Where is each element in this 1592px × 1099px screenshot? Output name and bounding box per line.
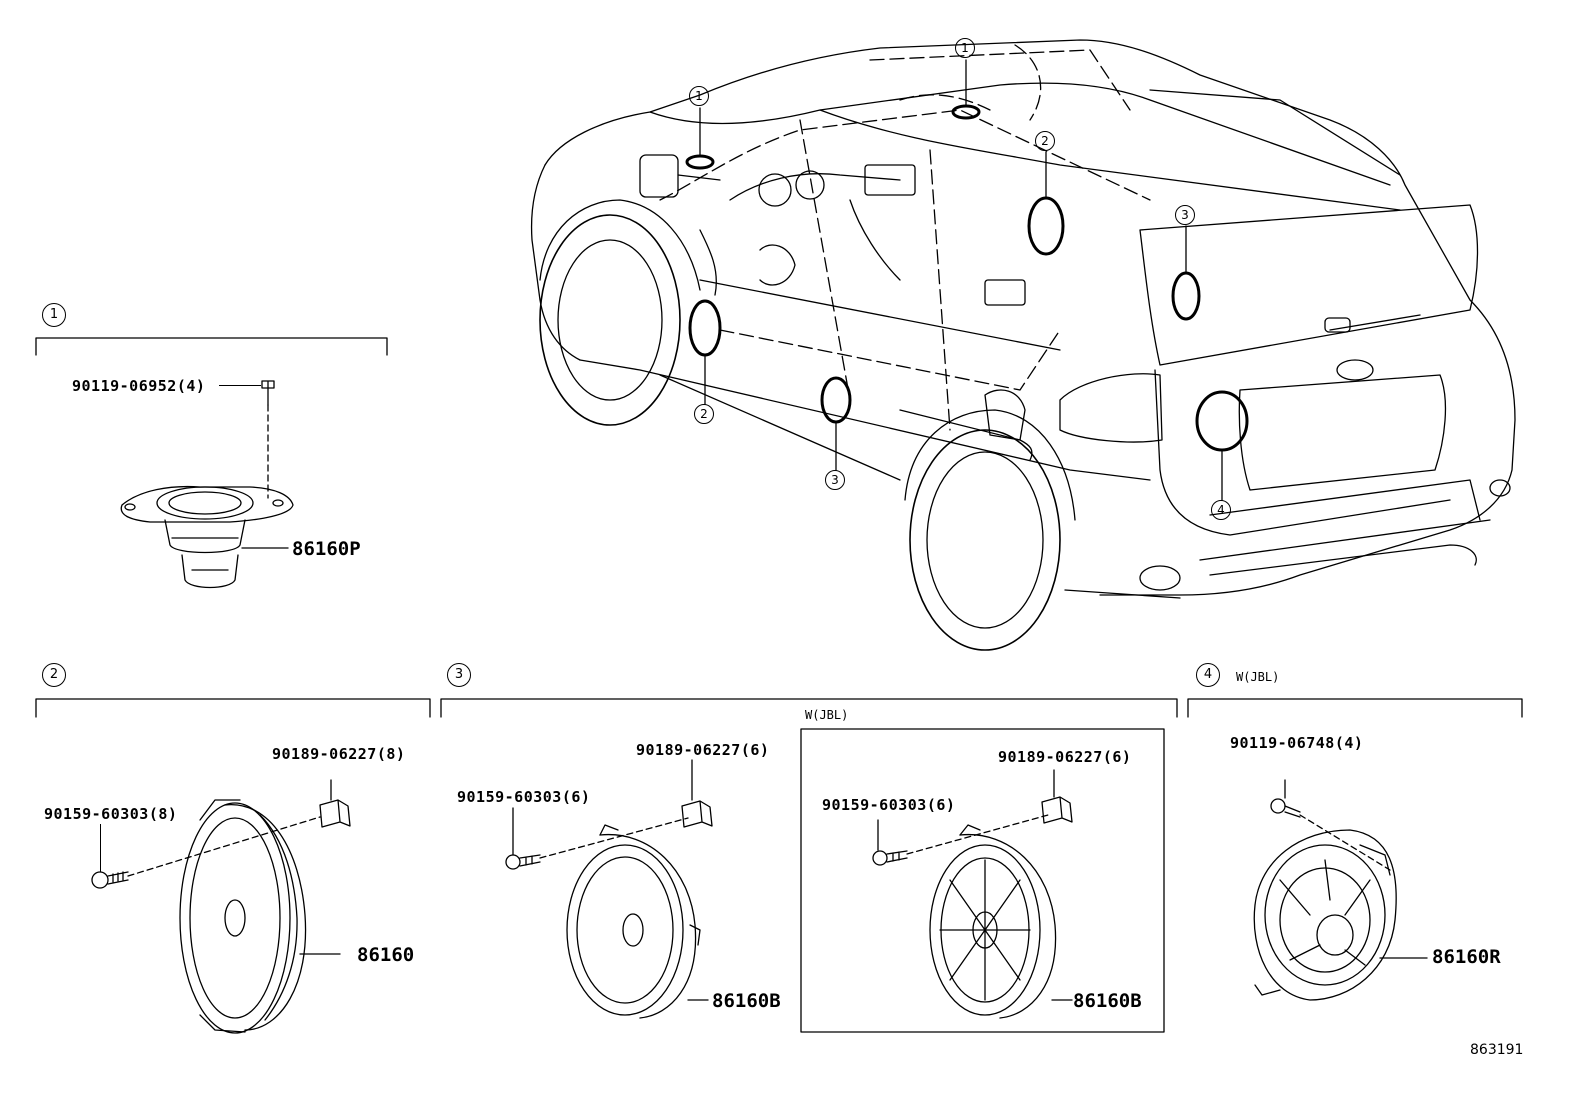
part-90189-06227-6-jbl[interactable]: 90189-06227(6) bbox=[998, 748, 1132, 766]
part-90159-60303-8[interactable]: 90159-60303(8) bbox=[44, 805, 178, 823]
part-90159-60303-6-jbl[interactable]: 90159-60303(6) bbox=[822, 796, 956, 814]
vehicle-illustration bbox=[530, 39, 1516, 651]
part-86160R[interactable]: 86160R bbox=[1432, 946, 1501, 968]
part-86160B-jbl[interactable]: 86160B bbox=[1073, 990, 1142, 1012]
part-90159-60303-6-std[interactable]: 90159-60303(6) bbox=[457, 788, 591, 806]
diagram-reference-number: 863191 bbox=[1470, 1042, 1524, 1058]
group-3-variant-label: W(JBL) bbox=[805, 708, 849, 722]
part-86160[interactable]: 86160 bbox=[357, 944, 415, 966]
group-2-index: 2 bbox=[42, 663, 66, 687]
part-90119-06952[interactable]: 90119-06952(4) bbox=[72, 377, 206, 395]
part-90189-06227-6-std[interactable]: 90189-06227(6) bbox=[636, 741, 770, 759]
callout-3-quarter: 3 bbox=[1175, 205, 1195, 225]
part-86160B-std[interactable]: 86160B bbox=[712, 990, 781, 1012]
callout-1-dash-tweeter: 1 bbox=[955, 38, 975, 58]
callout-4-rear: 4 bbox=[1211, 500, 1231, 520]
screw-leader-2 bbox=[100, 824, 101, 872]
speaker-86160B-jbl-drawing bbox=[872, 769, 1073, 1019]
part-86160P[interactable]: 86160P bbox=[292, 538, 361, 560]
group-3-index: 3 bbox=[447, 663, 471, 687]
callout-3-rear-door: 3 bbox=[825, 470, 845, 490]
speaker-86160R-drawing bbox=[1253, 779, 1428, 1001]
group-4-variant-label: W(JBL) bbox=[1236, 670, 1280, 684]
callout-2-front-door: 2 bbox=[694, 404, 714, 424]
speaker-86160P-drawing bbox=[120, 380, 294, 589]
speaker-86160B-std-drawing bbox=[505, 759, 713, 1019]
group-1-index: 1 bbox=[42, 303, 66, 327]
callout-2-rear-door: 2 bbox=[1035, 131, 1055, 151]
callout-1-front-tweeter: 1 bbox=[689, 86, 709, 106]
part-90189-06227-8[interactable]: 90189-06227(8) bbox=[272, 745, 406, 763]
part-90119-06748[interactable]: 90119-06748(4) bbox=[1230, 734, 1364, 752]
group-4-index: 4 bbox=[1196, 663, 1220, 687]
speaker-86160-drawing bbox=[91, 779, 351, 1034]
bolt-leader-1 bbox=[219, 385, 261, 386]
group-brackets bbox=[35, 337, 1523, 1033]
